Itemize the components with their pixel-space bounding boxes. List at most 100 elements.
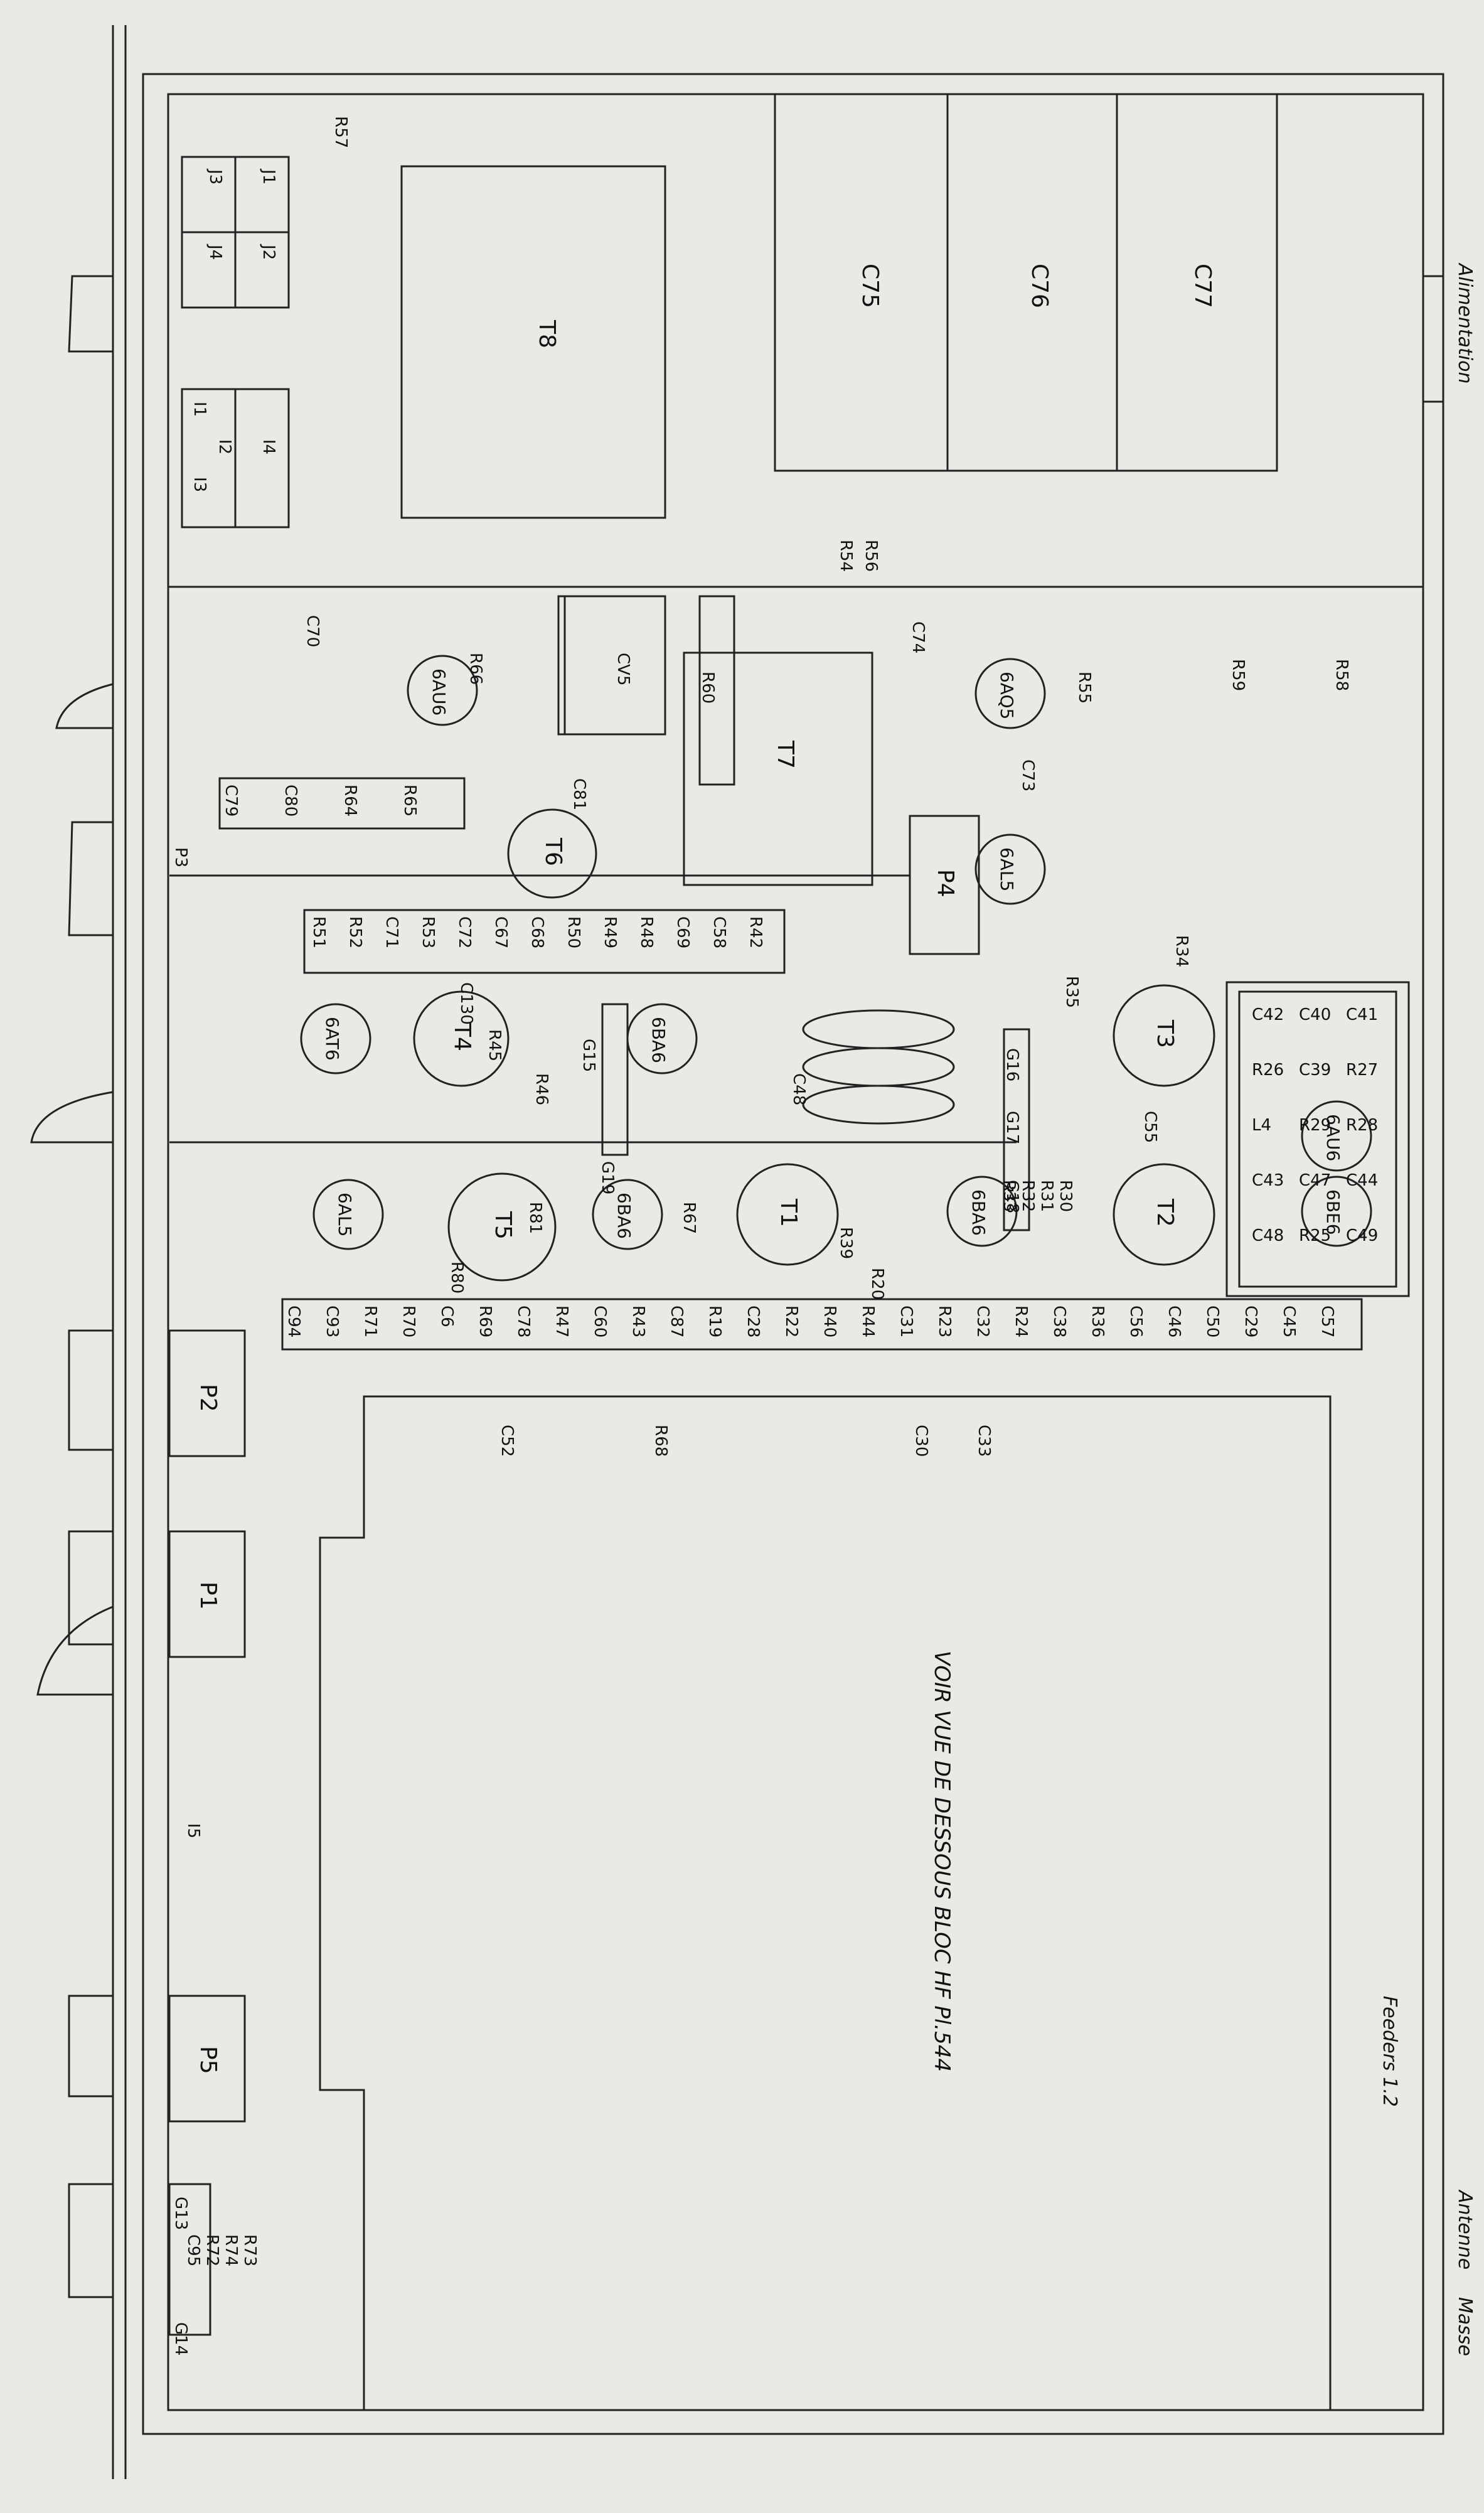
component-c93: C93	[323, 1305, 341, 1337]
component-c57: C57	[1318, 1305, 1337, 1337]
chassis-outline	[142, 73, 1444, 2435]
component-l4: L4	[1252, 1116, 1271, 1135]
tube-6aq5-11: 6AQ5	[996, 672, 1017, 719]
component-c56: C56	[1126, 1305, 1145, 1337]
component-r34: R34	[1172, 935, 1191, 967]
component-c49: C49	[1346, 1226, 1378, 1245]
component-c38: C38	[1050, 1305, 1069, 1337]
switch-i3: I3	[190, 477, 209, 492]
transformer-t8: T8	[534, 319, 560, 348]
component-r64: R64	[341, 785, 360, 817]
component-r65: R65	[400, 785, 419, 817]
component-c47: C47	[1299, 1171, 1331, 1190]
pot-p3: P3	[171, 847, 190, 867]
component-c74: C74	[909, 621, 927, 653]
component-r35: R35	[1062, 976, 1081, 1008]
component-r25: R25	[1299, 1226, 1331, 1245]
component-c29: C29	[1241, 1305, 1260, 1337]
component-r49: R49	[601, 916, 619, 948]
component-c55: C55	[1141, 1111, 1160, 1143]
component-r68: R68	[651, 1425, 670, 1457]
component-r24: R24	[1012, 1305, 1030, 1337]
component-c71: C71	[382, 916, 401, 948]
component-c79: C79	[222, 785, 240, 817]
component-r30: R30	[1056, 1180, 1075, 1212]
component-c130: C130	[457, 982, 476, 1025]
component-r28: R28	[1346, 1116, 1378, 1135]
tube-6al5-10: 6AL5	[996, 847, 1017, 891]
component-r80: R80	[447, 1262, 466, 1294]
transformer-t1: T1	[776, 1198, 801, 1227]
component-r71: R71	[361, 1305, 380, 1337]
label-alimentation: Alimentation	[1454, 262, 1476, 384]
transformer-t6: T6	[540, 837, 566, 866]
component-r67: R67	[680, 1202, 698, 1234]
component-c58: C58	[710, 916, 729, 948]
component-c80: C80	[281, 785, 300, 817]
component-c31: C31	[897, 1305, 915, 1337]
component-c50: C50	[1203, 1305, 1222, 1337]
component-r59: R59	[1229, 659, 1247, 691]
component-r66: R66	[466, 653, 485, 685]
jack-j3: J3	[206, 168, 225, 185]
component-r46: R46	[532, 1073, 551, 1105]
tube-6at6-9: 6AT6	[322, 1017, 343, 1061]
pot-p1: P1	[195, 1582, 221, 1610]
component-r29: R29	[1299, 1116, 1331, 1135]
component-g15: G15	[579, 1039, 598, 1072]
component-c32: C32	[973, 1305, 992, 1337]
jack-j1: J1	[259, 168, 278, 185]
component-strip-left: C79 C80 R64 R65	[222, 785, 419, 817]
component-c6: C6	[437, 1305, 456, 1327]
component-r50: R50	[564, 916, 583, 948]
component-c72: C72	[455, 916, 474, 948]
tube-6ba6-8: 6BA6	[648, 1017, 669, 1063]
component-r19: R19	[705, 1305, 724, 1337]
component-g19: G19	[598, 1161, 617, 1194]
component-c44: C44	[1346, 1171, 1378, 1190]
component-r45: R45	[485, 1029, 504, 1061]
component-c41: C41	[1346, 1005, 1378, 1024]
component-r43: R43	[629, 1305, 648, 1337]
component-c45: C45	[1279, 1305, 1298, 1337]
component-c42: C42	[1252, 1005, 1284, 1024]
pot-p2: P2	[195, 1384, 221, 1412]
component-c95: C95	[184, 2234, 203, 2266]
cap-c76: C76	[1027, 264, 1052, 308]
pot-p4: P4	[932, 869, 958, 898]
tube-6be6-7: 6BE6	[1323, 1189, 1343, 1235]
component-r42: R42	[746, 916, 765, 948]
transformer-t7: T7	[772, 740, 798, 769]
component-r60: R60	[698, 672, 717, 704]
component-c69: C69	[673, 916, 692, 948]
tube-6al5-14: 6AL5	[334, 1192, 355, 1236]
switch-i4: I4	[259, 439, 278, 454]
component-r56: R56	[862, 540, 880, 572]
component-c33: C33	[974, 1425, 993, 1457]
component-c28: C28	[744, 1305, 762, 1337]
component-c39: C39	[1299, 1061, 1331, 1080]
tube-6au6-12: 6AU6	[429, 668, 449, 715]
pot-p5: P5	[195, 2046, 221, 2074]
component-c48: C48	[1252, 1226, 1284, 1245]
switch-i1: I1	[190, 402, 209, 417]
component-r70: R70	[399, 1305, 418, 1337]
jack-j2: J2	[259, 244, 278, 260]
component-r33: R33	[1000, 1180, 1018, 1212]
label-masse: Masse	[1454, 2297, 1476, 2356]
component-cv5: CV5	[614, 653, 633, 685]
component-r22: R22	[782, 1305, 801, 1337]
component-r47: R47	[552, 1305, 571, 1337]
component-c46: C46	[1165, 1305, 1183, 1337]
component-c68: C68	[528, 916, 547, 948]
component-c52: C52	[498, 1425, 516, 1457]
component-r31: R31	[1037, 1180, 1056, 1212]
component-r58: R58	[1332, 659, 1351, 691]
component-r51: R51	[309, 916, 328, 948]
component-r23: R23	[935, 1305, 954, 1337]
label-feeders: Feeders 1.2	[1379, 1996, 1401, 2107]
component-r32: R32	[1018, 1180, 1037, 1212]
label-antenne: Antenne	[1454, 2189, 1476, 2269]
